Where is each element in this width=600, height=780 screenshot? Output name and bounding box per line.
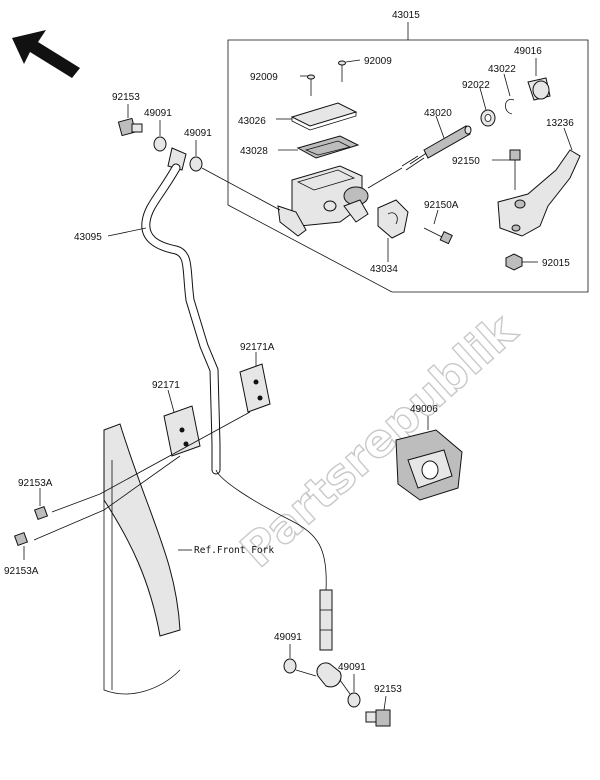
circlip-43022 (505, 98, 515, 115)
boot-49016 (527, 77, 551, 101)
bolt-92153A-upper (33, 505, 49, 521)
clamp-92171A (239, 363, 271, 413)
banjo-bolt-92153-bottom (365, 709, 391, 727)
bolt-92150A (423, 227, 453, 245)
label-92009-right: 92009 (364, 56, 392, 67)
label-49091-d: 49091 (338, 662, 366, 673)
master-cylinder-group-frame (227, 39, 589, 293)
label-92153A-upper: 92153A (18, 478, 53, 489)
label-92009-left: 92009 (250, 72, 278, 83)
label-49091-c: 49091 (274, 632, 302, 643)
piston-43020 (401, 125, 472, 171)
label-43015: 43015 (392, 10, 420, 21)
label-43026: 43026 (238, 116, 266, 127)
label-ref-front-fork: Ref.Front Fork (194, 545, 274, 556)
bolt-92153A-lower (13, 531, 29, 547)
label-92150: 92150 (452, 156, 480, 167)
front-direction-arrow-icon (12, 30, 80, 78)
label-43020: 43020 (424, 108, 452, 119)
label-92153-bottom: 92153 (374, 684, 402, 695)
label-43028: 43028 (240, 146, 268, 157)
label-49091-b: 49091 (184, 128, 212, 139)
label-43095: 43095 (74, 232, 102, 243)
label-92153A-lower: 92153A (4, 566, 39, 577)
watermark-text: Partsrepublik (230, 302, 527, 577)
master-cylinder-body (277, 165, 369, 237)
part-49006 (395, 429, 463, 501)
label-92150A: 92150A (424, 200, 459, 211)
label-92171A: 92171A (240, 342, 275, 353)
label-43022: 43022 (488, 64, 516, 75)
washer-49091-b (189, 156, 203, 172)
label-49006: 49006 (410, 404, 438, 415)
clutch-lever-13236 (497, 149, 581, 237)
screw-92009-right (338, 60, 346, 82)
washer-49091-a (153, 136, 167, 152)
banjo-bolt-92153-top (117, 117, 143, 137)
screw-92009-left (307, 74, 315, 96)
washer-49091-c (283, 658, 297, 674)
reservoir-cap-43026 (290, 102, 358, 127)
label-49016: 49016 (514, 46, 542, 57)
label-92171: 92171 (152, 380, 180, 391)
label-92153-top: 92153 (112, 92, 140, 103)
clamp-92171 (163, 405, 201, 457)
label-49091-a: 49091 (144, 108, 172, 119)
bolt-92150 (509, 149, 521, 190)
label-92022: 92022 (462, 80, 490, 91)
nut-92015 (505, 253, 523, 271)
clamp-43034 (377, 199, 409, 239)
label-13236: 13236 (546, 118, 574, 129)
front-fork-guard (103, 423, 181, 695)
label-43034: 43034 (370, 264, 398, 275)
label-92015: 92015 (542, 258, 570, 269)
washer-49091-d (347, 692, 361, 708)
clutch-hose-43095 (141, 147, 342, 688)
